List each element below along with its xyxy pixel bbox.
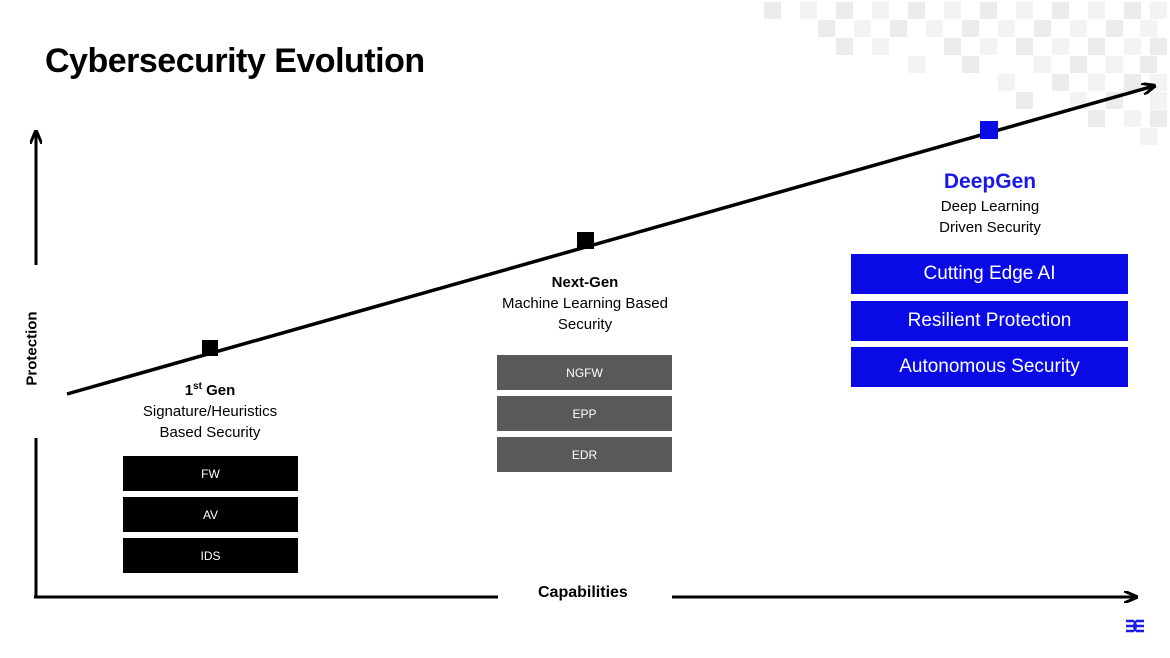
decorative-pixel [980, 2, 997, 19]
gen-1st-name: 1st Gen [184, 381, 236, 399]
milestone-marker-1st-gen [202, 340, 218, 356]
box-edr: EDR [497, 437, 672, 472]
decorative-pixel [998, 20, 1015, 37]
box-resilient-protection: Resilient Protection [851, 301, 1128, 341]
gen-deep-desc-line2: Driven Security [939, 219, 1041, 236]
milestone-marker-deepgen [980, 121, 998, 139]
decorative-pixel [1140, 20, 1157, 37]
gen-1st-desc-line2: Based Security [159, 424, 261, 441]
decorative-pixel [962, 20, 979, 37]
decorative-pixel [1016, 38, 1033, 55]
decorative-pixel [1088, 110, 1105, 127]
milestone-marker-next-gen [577, 232, 594, 249]
decorative-pixel [1052, 2, 1069, 19]
decorative-pixel [872, 38, 889, 55]
decorative-pixel [1150, 38, 1167, 55]
box-fw: FW [123, 456, 298, 491]
decorative-pixel [1016, 92, 1033, 109]
decorative-pixel [836, 2, 853, 19]
decorative-pixel [998, 74, 1015, 91]
decorative-pixel [800, 2, 817, 19]
x-axis-label: Capabilities [538, 584, 628, 601]
decorative-pixel [1106, 20, 1123, 37]
decorative-pixel [872, 2, 889, 19]
decorative-pixel [1088, 38, 1105, 55]
gen-next-name: Next-Gen [551, 274, 619, 291]
decorative-pixel [836, 38, 853, 55]
decorative-pixel [1140, 128, 1157, 145]
box-epp: EPP [497, 396, 672, 431]
box-ids: IDS [123, 538, 298, 573]
decorative-pixel [1124, 38, 1141, 55]
decorative-pixel [1034, 20, 1051, 37]
decorative-pixel [764, 2, 781, 19]
decorative-pixel [1106, 56, 1123, 73]
gen-next-header: Next-Gen Machine Learning Based Security [455, 272, 715, 335]
gen-next-desc-line1: Machine Learning Based [502, 295, 668, 312]
brand-logo-icon [1124, 618, 1146, 639]
gen-1st-desc-line1: Signature/Heuristics [142, 403, 278, 420]
decorative-pixel [908, 2, 925, 19]
decorative-pixel [1124, 2, 1141, 19]
decorative-pixel [908, 56, 925, 73]
decorative-pixel [1150, 2, 1167, 19]
gen-1st-header: 1st Gen Signature/Heuristics Based Secur… [80, 376, 340, 443]
decorative-pixel [1088, 74, 1105, 91]
decorative-pixel [1088, 2, 1105, 19]
decorative-pixel [1070, 20, 1087, 37]
decorative-pixel [944, 2, 961, 19]
decorative-pixel [1150, 110, 1167, 127]
decorative-pixel [890, 20, 907, 37]
decorative-pixel [926, 20, 943, 37]
page-title: Cybersecurity Evolution [45, 42, 425, 80]
decorative-pixel [962, 56, 979, 73]
gen-deep-header: DeepGen Deep Learning Driven Security [860, 168, 1120, 238]
decorative-pixel [980, 38, 997, 55]
box-av: AV [123, 497, 298, 532]
decorative-pixel [1124, 74, 1141, 91]
gen-deep-name: DeepGen [943, 170, 1037, 193]
decorative-pixel [1016, 2, 1033, 19]
decorative-pixel [1150, 92, 1167, 109]
gen-next-desc-line2: Security [557, 316, 613, 333]
evolution-trend-line [66, 86, 1154, 396]
box-cutting-edge-ai: Cutting Edge AI [851, 254, 1128, 294]
decorative-pixel [944, 38, 961, 55]
decorative-pixel [854, 20, 871, 37]
decorative-pixel [1140, 56, 1157, 73]
decorative-pixel [1124, 110, 1141, 127]
decorative-pixel [1070, 56, 1087, 73]
y-axis-label: Protection [23, 311, 41, 386]
decorative-pixel [1052, 38, 1069, 55]
gen-deep-desc-line1: Deep Learning [940, 198, 1040, 215]
decorative-pixel [1034, 56, 1051, 73]
decorative-pixel [818, 20, 835, 37]
box-ngfw: NGFW [497, 355, 672, 390]
decorative-pixel [1052, 74, 1069, 91]
box-autonomous-security: Autonomous Security [851, 347, 1128, 387]
